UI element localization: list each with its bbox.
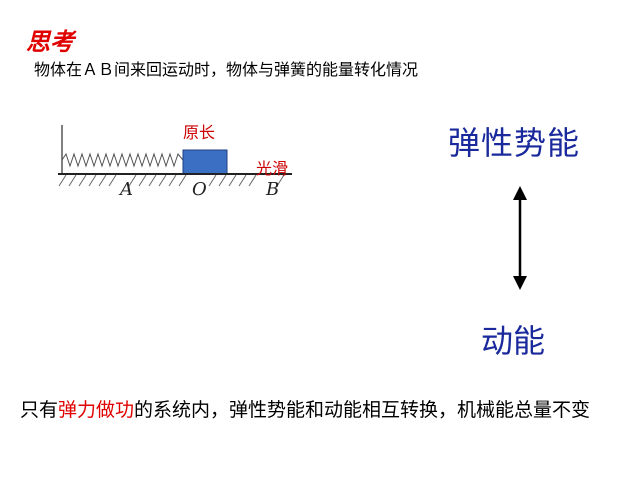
natural-length-label: 原长 <box>183 123 215 142</box>
spring-block-diagram: 原长 光滑 A O B <box>58 123 292 200</box>
spring <box>61 152 184 168</box>
conclusion-text: 只有弹力做功的系统内，弹性势能和动能相互转换，机械能总量不变 <box>20 396 620 424</box>
floor-hatching <box>58 174 285 187</box>
double-arrow-icon <box>513 186 527 290</box>
smooth-label: 光滑 <box>256 159 288 178</box>
point-b-label: B <box>265 179 279 200</box>
conclusion-part1: 只有 <box>20 399 59 421</box>
point-a-label: A <box>118 179 133 200</box>
conclusion-part2: 的系统内，弹性势能和动能相互转换，机械能总量不变 <box>134 399 591 421</box>
page-title: 思考 <box>26 27 74 56</box>
block <box>182 149 228 175</box>
point-o-label: O <box>192 179 207 200</box>
elastic-potential-energy-label: 弹性势能 <box>448 124 581 162</box>
question-text: 物体在ＡＢ间来回运动时，物体与弹簧的能量转化情况 <box>34 60 419 79</box>
kinetic-energy-label: 动能 <box>481 322 546 360</box>
conclusion-highlight: 弹力做功 <box>58 399 135 421</box>
